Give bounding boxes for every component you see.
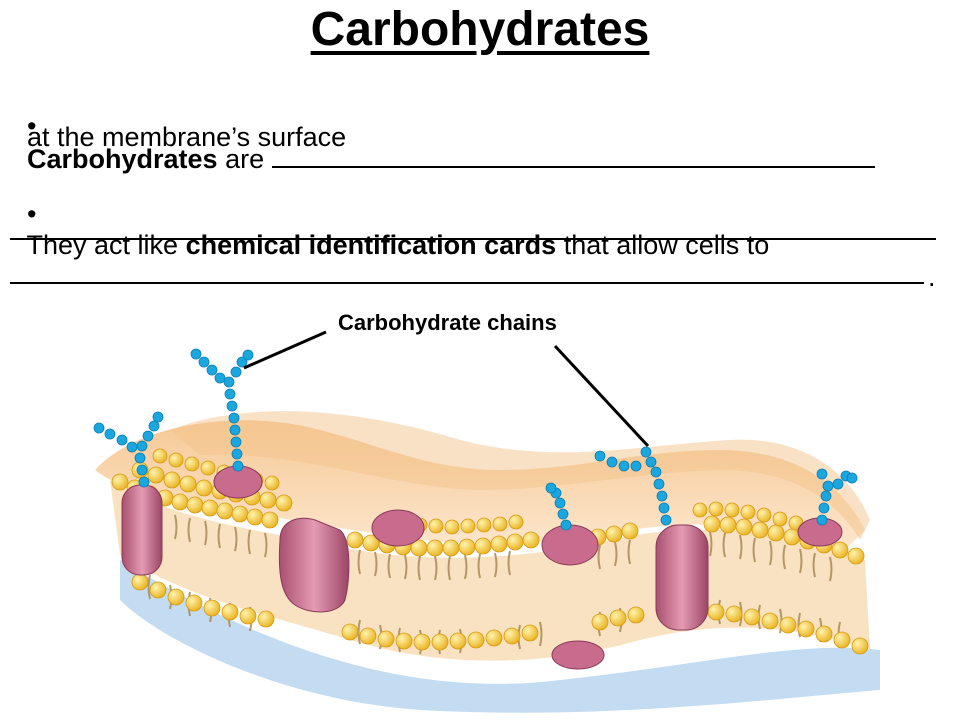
protein-bottom-center — [551, 640, 605, 670]
water-shadow — [120, 560, 880, 713]
protein-globular — [371, 509, 425, 547]
bullet-1-bold-term: Carbohydrates — [27, 144, 218, 174]
page-title: Carbohydrates — [310, 3, 650, 56]
callout-leader-right — [553, 344, 650, 448]
phospholipid-heads-bottom — [131, 573, 869, 655]
bullet-marker: • — [27, 111, 37, 141]
sentence-period: . — [928, 262, 936, 292]
protein-center — [541, 524, 599, 566]
bullet-1-continuation: at the membrane’s surface — [27, 122, 347, 152]
fill-in-blank-2[interactable] — [10, 238, 936, 240]
callout-leader-left — [243, 330, 327, 370]
callout-carbohydrate-chains: Carbohydrate chains — [338, 310, 557, 335]
protein-right — [655, 524, 709, 631]
bullet-2-line-1: • They act like chemical identification … — [12, 168, 770, 261]
membrane-top-back — [170, 411, 870, 540]
carbohydrate-chains — [93, 348, 858, 531]
protein-left — [121, 484, 163, 576]
bullet-2-text-start: They act like — [26, 230, 186, 260]
protein-channel — [278, 517, 350, 613]
fill-in-blank-1[interactable] — [271, 142, 875, 168]
bullet-2-text-end: that allow cells to — [556, 230, 770, 260]
bullet-2-bold-phrase: chemical identification cards — [185, 230, 557, 260]
bullet-marker: • — [27, 199, 37, 229]
bullet-1-text: are — [217, 144, 272, 174]
fill-in-blank-3[interactable] — [10, 282, 924, 284]
bullet-1-line-1: • Carbohydrates are — [12, 80, 875, 175]
membrane-proteins — [121, 465, 843, 670]
